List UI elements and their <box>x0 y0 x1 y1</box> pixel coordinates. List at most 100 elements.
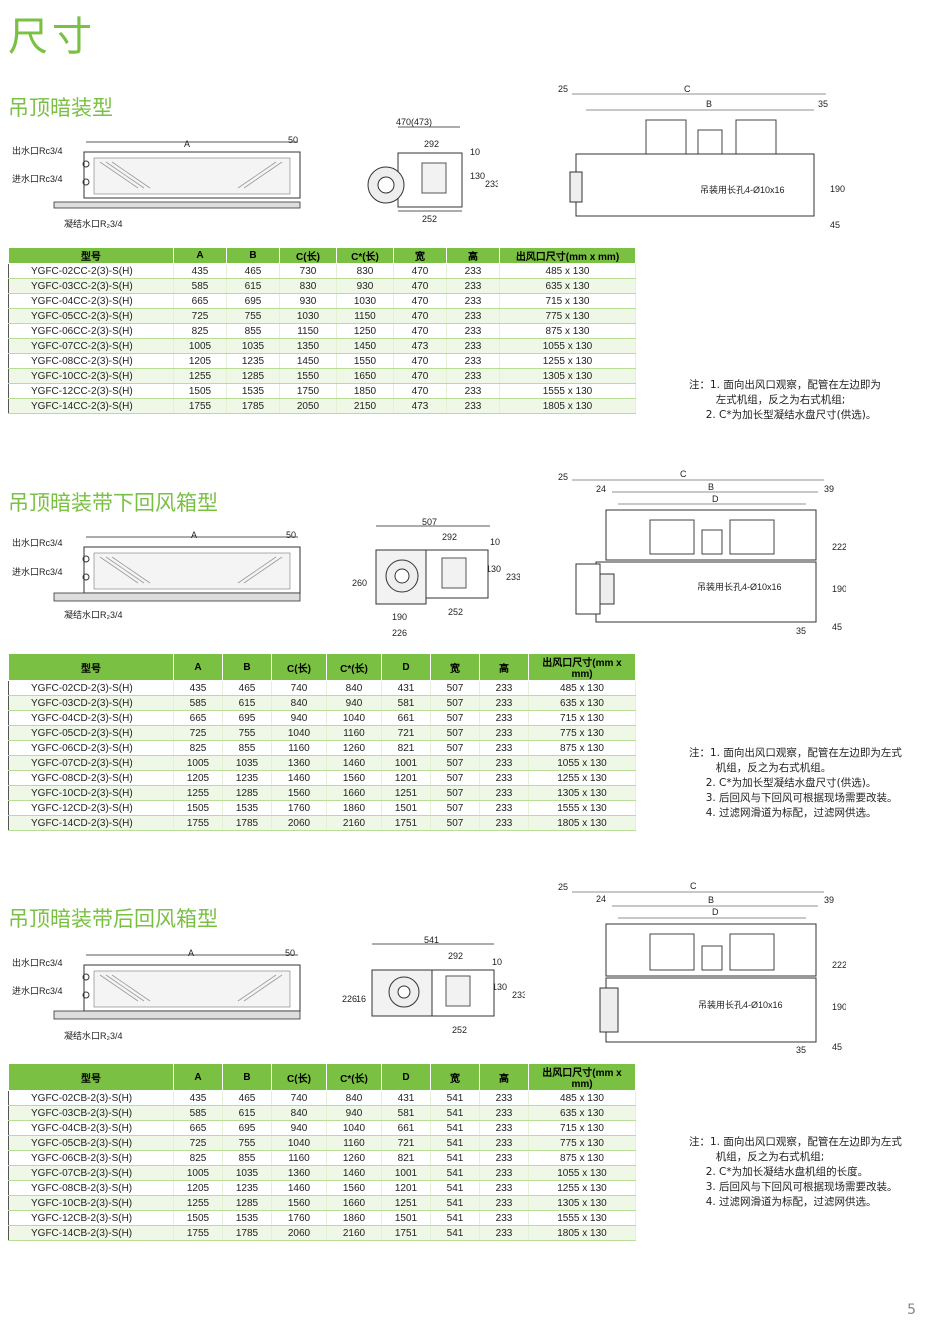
table-cell: 233 <box>479 680 529 696</box>
col-header: 型号 <box>8 1063 174 1091</box>
table-cell: 465 <box>222 680 272 696</box>
table-cell: 581 <box>381 1105 431 1121</box>
table-cell: 1040 <box>326 1120 382 1136</box>
table-cell: 1555 x 130 <box>528 800 636 816</box>
col-header: D <box>381 653 431 681</box>
table-cell: 1560 <box>271 785 327 801</box>
table-cell: 855 <box>222 740 272 756</box>
table-cell: 473 <box>393 398 447 414</box>
note-line: 机组，反之为右式机组。 <box>689 762 832 774</box>
model-cell: YGFC-10CD-2(3)-S(H) <box>8 785 174 801</box>
table-cell: 507 <box>430 680 480 696</box>
table-cell: 1001 <box>381 755 431 771</box>
table-cell: 940 <box>271 710 327 726</box>
table-cell: 875 x 130 <box>499 323 636 339</box>
note-line: 2. C*为加长凝结水盘机组的长度。 <box>689 1166 869 1178</box>
table-cell: 233 <box>446 353 500 369</box>
side-view-drawing-1: 470(473) 292 10 130 233 252 <box>367 117 498 224</box>
col-header: 宽 <box>430 1063 480 1091</box>
note-line: 注：1. 面向出风口观察，配管在左边即为左式 <box>689 1136 902 1148</box>
dim-a-label: A <box>191 530 197 540</box>
model-cell: YGFC-12CB-2(3)-S(H) <box>8 1210 174 1226</box>
table-cell: 725 <box>173 1135 223 1151</box>
table-cell: 1450 <box>336 338 394 354</box>
table-cell: 940 <box>326 1105 382 1121</box>
model-cell: YGFC-04CD-2(3)-S(H) <box>8 710 174 726</box>
col-header: 宽 <box>393 247 447 264</box>
table-cell: 431 <box>381 1090 431 1106</box>
table-cell: 725 <box>173 308 227 324</box>
dim-292-label: 292 <box>424 139 439 149</box>
dim-b-label: B <box>708 482 714 492</box>
dim-190-label: 190 <box>392 612 407 622</box>
table-cell: 1160 <box>326 725 382 741</box>
table-cell: 721 <box>381 1135 431 1151</box>
table-cell: 541 <box>430 1165 480 1181</box>
note-line: 4. 过滤网滑道为标配，过滤网供选。 <box>689 807 877 819</box>
model-cell: YGFC-08CC-2(3)-S(H) <box>8 353 174 369</box>
section-title-concealed: 吊顶暗装型 <box>8 96 113 120</box>
table-cell: 1005 <box>173 755 223 771</box>
table-cell: 635 x 130 <box>528 1105 636 1121</box>
spec-table-rear-return: 型号 A B C(长) C*(长) D 宽 高 出风口尺寸(mm x mm) Y… <box>8 1063 636 1241</box>
hole-label: 吊装用长孔4-Ø10x16 <box>697 581 782 592</box>
table-cell: 1555 x 130 <box>528 1210 636 1226</box>
table-cell: 635 x 130 <box>528 695 636 711</box>
table-cell: 855 <box>226 323 280 339</box>
table-cell: 665 <box>173 1120 223 1136</box>
col-header: C(长) <box>271 653 327 681</box>
table-cell: 507 <box>430 695 480 711</box>
dim-b-label: B <box>706 99 712 109</box>
col-header: A <box>173 1063 223 1091</box>
table-cell: 1305 x 130 <box>528 785 636 801</box>
table-cell: 2050 <box>279 398 337 414</box>
table-cell: 233 <box>446 338 500 354</box>
table-cell: 875 x 130 <box>528 1150 636 1166</box>
table-cell: 2160 <box>326 815 382 831</box>
top-view-drawing-3: 25 C B 24 39 D 吊装用长孔4-Ø10x16 222 190 35 … <box>558 881 846 1055</box>
table-cell: 661 <box>381 710 431 726</box>
model-cell: YGFC-12CD-2(3)-S(H) <box>8 800 174 816</box>
model-cell: YGFC-03CC-2(3)-S(H) <box>8 278 174 294</box>
table-cell: 840 <box>326 1090 382 1106</box>
table-cell: 541 <box>430 1180 480 1196</box>
col-header: C*(长) <box>336 247 394 264</box>
hole-label: 吊装用长孔4-Ø10x16 <box>698 999 783 1010</box>
spec-table-bottom-return: 型号 A B C(长) C*(长) D 宽 高 出风口尺寸(mm x mm) Y… <box>8 653 636 831</box>
front-view-drawing-3: A 50 出水口Rc3/4 进水口Rc3/4 凝结水口R₂3/4 <box>12 948 301 1041</box>
dim-16-label: 16 <box>356 994 366 1004</box>
dim-d-label: D <box>712 494 719 504</box>
table-cell: 1235 <box>226 353 280 369</box>
table-cell: 470 <box>393 368 447 384</box>
table-cell: 1001 <box>381 1165 431 1181</box>
dim-233-label: 233 <box>512 990 525 1000</box>
table-cell: 1255 x 130 <box>528 1180 636 1196</box>
dim-c-label: C <box>690 881 697 891</box>
table-cell: 840 <box>271 695 327 711</box>
table-cell: 465 <box>222 1090 272 1106</box>
dim-45-label: 45 <box>832 1042 842 1052</box>
model-cell: YGFC-04CC-2(3)-S(H) <box>8 293 174 309</box>
model-cell: YGFC-10CC-2(3)-S(H) <box>8 368 174 384</box>
table-cell: 233 <box>446 293 500 309</box>
table-cell: 1205 <box>173 353 227 369</box>
table-cell: 1755 <box>173 1225 223 1241</box>
dim-39-label: 39 <box>824 484 834 494</box>
dim-130-label: 130 <box>470 171 485 181</box>
table-cell: 821 <box>381 740 431 756</box>
top-view-drawing-2: 25 C B 24 39 D 吊装用长孔4-Ø10x16 222 190 35 … <box>558 469 846 636</box>
table-cell: 825 <box>173 1150 223 1166</box>
table-cell: 431 <box>381 680 431 696</box>
table-cell: 2060 <box>271 1225 327 1241</box>
page-title: 尺寸 <box>8 14 96 60</box>
table-cell: 1035 <box>222 1165 272 1181</box>
